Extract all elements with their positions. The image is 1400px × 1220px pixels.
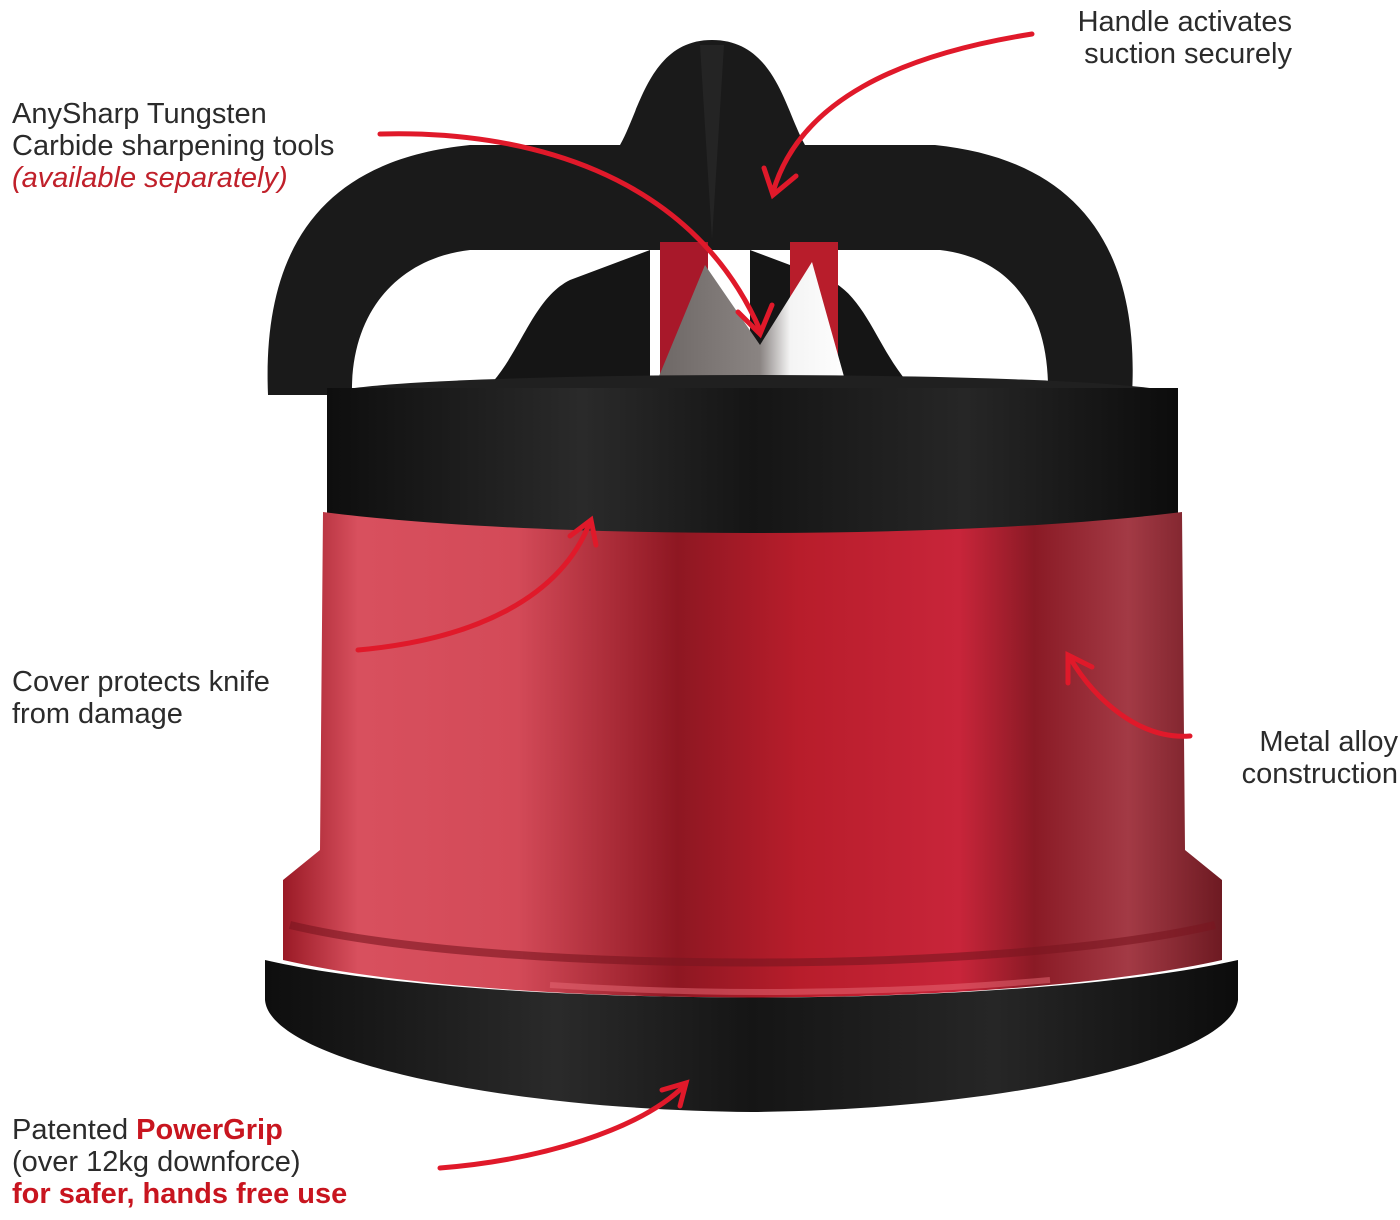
callout-grip-prefix: Patented — [12, 1114, 137, 1146]
callout-cover-line1: Cover protects knife — [12, 666, 270, 698]
callout-grip-line1: Patented PowerGrip — [12, 1114, 347, 1146]
arrow-to-handle-icon — [770, 31, 1035, 195]
arrow-to-body-head-icon — [1065, 650, 1095, 686]
callout-powergrip: Patented PowerGrip (over 12kg downforce)… — [12, 1114, 347, 1210]
arrow-to-handle-head-icon — [761, 165, 799, 200]
callout-cover-line2: from damage — [12, 698, 183, 730]
handle — [267, 40, 1133, 395]
cover-band — [327, 388, 1178, 539]
callout-cover: Cover protects knife from damage — [12, 666, 270, 730]
callout-metal-line1: Metal alloy — [1259, 726, 1398, 758]
arrow-to-base-icon — [437, 1082, 688, 1171]
metal-body — [283, 512, 1222, 998]
arrow-to-cover-icon — [355, 519, 593, 653]
arrow-to-tools-icon — [377, 131, 763, 333]
arrow-to-cover-head-icon — [567, 515, 599, 548]
arrow-to-tools-head-icon — [735, 302, 775, 339]
callout-tools-line2: Carbide sharpening tools — [12, 130, 335, 162]
callout-metal-line2: construction — [1241, 758, 1398, 790]
callout-handle-line1: Handle activates — [1077, 6, 1292, 38]
callout-grip-line3: for safer, hands free use — [12, 1178, 348, 1210]
callout-metal-alloy: Metal alloy construction — [1180, 726, 1398, 790]
callout-handle-line2: suction securely — [1084, 38, 1292, 70]
arrow-to-body-icon — [1067, 655, 1193, 739]
callout-grip-line2: (over 12kg downforce) — [12, 1146, 301, 1178]
callout-tools-line3: (available separately) — [12, 162, 288, 194]
suction-base — [265, 960, 1238, 1112]
callout-handle: Handle activates suction securely — [1040, 6, 1292, 70]
callout-tools-line1: AnySharp Tungsten — [12, 98, 267, 130]
arrow-to-base-head-icon — [659, 1079, 690, 1109]
callout-grip-brand: PowerGrip — [136, 1114, 283, 1146]
callout-sharpening-tools: AnySharp Tungsten Carbide sharpening too… — [12, 98, 334, 194]
